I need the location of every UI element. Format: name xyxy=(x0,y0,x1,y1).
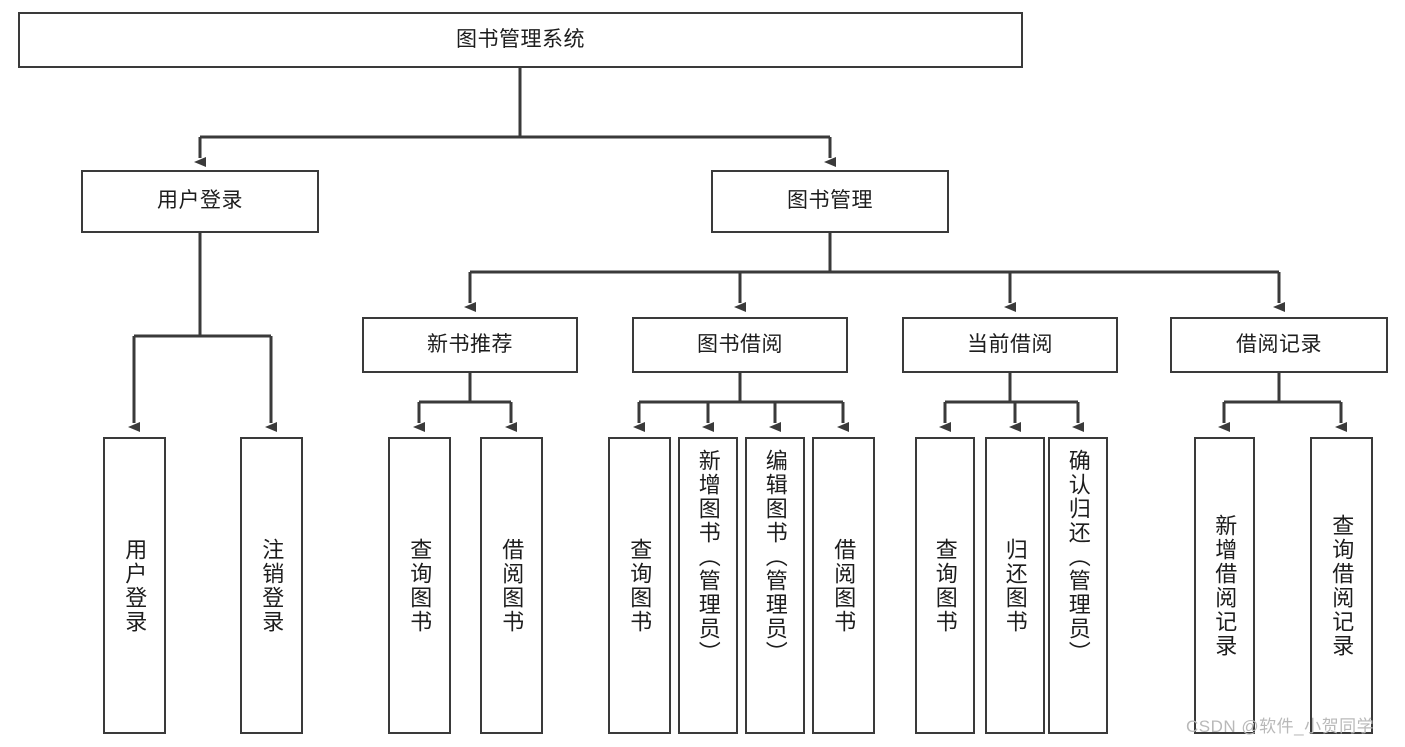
node-leaf-query-borrow-record-label: 查询借阅记录 xyxy=(1329,513,1355,658)
node-leaf-user-login-label: 用户登录 xyxy=(122,537,148,634)
node-leaf-confirm-return-admin-label: 确认归还（管理员） xyxy=(1065,449,1091,665)
node-leaf-add-borrow-record[interactable]: 新增借阅记录 xyxy=(1194,437,1255,734)
watermark-text: CSDN @软件_小贺同学 xyxy=(1186,717,1375,736)
node-book-management-label: 图书管理 xyxy=(787,189,873,213)
node-user-login[interactable]: 用户登录 xyxy=(81,170,319,233)
node-root[interactable]: 图书管理系统 xyxy=(18,12,1023,68)
node-leaf-query-book-recommend[interactable]: 查询图书 xyxy=(388,437,451,734)
node-leaf-borrow-book-recommend[interactable]: 借阅图书 xyxy=(480,437,543,734)
node-leaf-logout-login-label: 注销登录 xyxy=(259,537,285,634)
node-new-book-recommend-label: 新书推荐 xyxy=(427,332,513,356)
node-leaf-user-login[interactable]: 用户登录 xyxy=(103,437,166,734)
node-root-label: 图书管理系统 xyxy=(456,27,585,51)
node-leaf-add-book-admin[interactable]: 新增图书（管理员） xyxy=(678,437,738,734)
node-book-borrow-label: 图书借阅 xyxy=(697,332,783,356)
node-book-borrow[interactable]: 图书借阅 xyxy=(632,317,848,373)
node-leaf-add-book-admin-label: 新增图书（管理员） xyxy=(695,449,721,665)
node-leaf-borrow-book[interactable]: 借阅图书 xyxy=(812,437,875,734)
node-leaf-logout-login[interactable]: 注销登录 xyxy=(240,437,303,734)
node-leaf-query-book-recommend-label: 查询图书 xyxy=(407,537,433,634)
node-leaf-borrow-book-recommend-label: 借阅图书 xyxy=(499,537,525,634)
node-leaf-return-book-label: 归还图书 xyxy=(1002,537,1028,634)
node-leaf-query-book-current-label: 查询图书 xyxy=(932,537,958,634)
node-leaf-query-borrow-record[interactable]: 查询借阅记录 xyxy=(1310,437,1373,734)
node-new-book-recommend[interactable]: 新书推荐 xyxy=(362,317,578,373)
node-current-borrow-label: 当前借阅 xyxy=(967,332,1053,356)
node-leaf-borrow-book-label: 借阅图书 xyxy=(831,537,857,634)
node-leaf-return-book[interactable]: 归还图书 xyxy=(985,437,1045,734)
node-leaf-edit-book-admin[interactable]: 编辑图书（管理员） xyxy=(745,437,805,734)
node-borrow-record-label: 借阅记录 xyxy=(1236,332,1322,356)
node-leaf-add-borrow-record-label: 新增借阅记录 xyxy=(1212,513,1238,658)
node-leaf-query-book-current[interactable]: 查询图书 xyxy=(915,437,975,734)
node-current-borrow[interactable]: 当前借阅 xyxy=(902,317,1118,373)
node-leaf-query-book-borrow[interactable]: 查询图书 xyxy=(608,437,671,734)
node-user-login-label: 用户登录 xyxy=(157,189,243,213)
node-borrow-record[interactable]: 借阅记录 xyxy=(1170,317,1388,373)
node-book-management[interactable]: 图书管理 xyxy=(711,170,949,233)
node-leaf-edit-book-admin-label: 编辑图书（管理员） xyxy=(762,449,788,665)
node-leaf-query-book-borrow-label: 查询图书 xyxy=(627,537,653,634)
node-leaf-confirm-return-admin[interactable]: 确认归还（管理员） xyxy=(1048,437,1108,734)
